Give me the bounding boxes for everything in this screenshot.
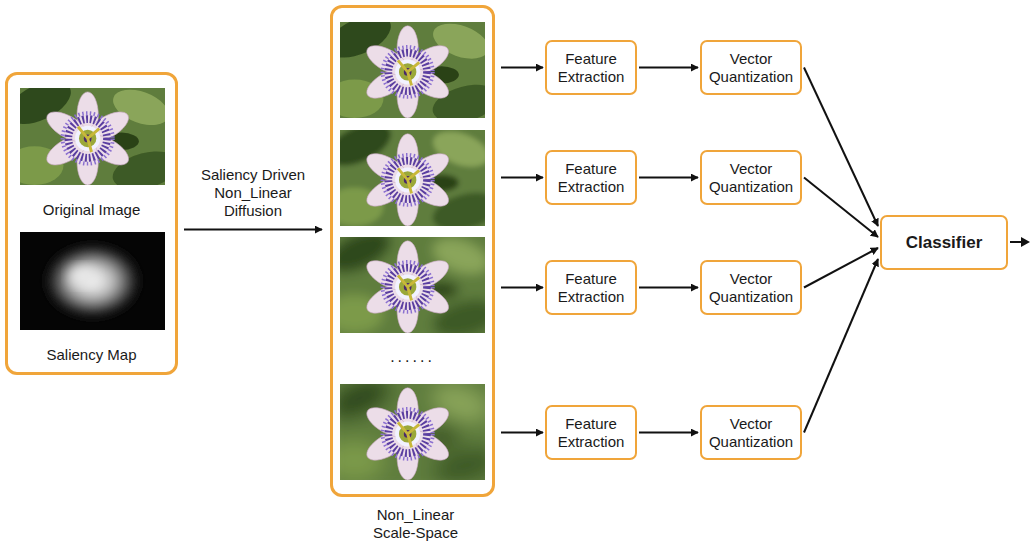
process-box: Vector Quantization bbox=[700, 40, 802, 95]
box-label: Feature Extraction bbox=[553, 270, 629, 306]
output-arrowhead bbox=[1021, 237, 1030, 247]
arrow-connector bbox=[804, 259, 878, 433]
classifier-box: Classifier bbox=[880, 215, 1008, 270]
arrow-connector bbox=[639, 67, 698, 69]
arrow-connector bbox=[804, 68, 878, 227]
box-label: Vector Quantization bbox=[708, 270, 794, 306]
process-box: Feature Extraction bbox=[545, 405, 637, 460]
arrow-connector bbox=[501, 432, 543, 434]
image-caption: Saliency Map bbox=[8, 345, 175, 365]
process-box: Feature Extraction bbox=[545, 150, 637, 205]
ellipsis-label: ...... bbox=[370, 348, 455, 366]
arrow-connector bbox=[501, 177, 543, 179]
arrow-connector bbox=[501, 287, 543, 289]
arrow-connector bbox=[804, 178, 878, 238]
box-label: Classifier bbox=[906, 233, 983, 253]
process-box: Vector Quantization bbox=[700, 260, 802, 315]
process-box: Vector Quantization bbox=[700, 150, 802, 205]
box-label: Feature Extraction bbox=[553, 415, 629, 451]
box-label: Vector Quantization bbox=[708, 415, 794, 451]
box-label: Vector Quantization bbox=[708, 50, 794, 86]
image-panel: Original ImageSaliency Map bbox=[5, 72, 178, 375]
arrow-connector bbox=[639, 287, 698, 289]
process-box: Feature Extraction bbox=[545, 260, 637, 315]
arrow-connector bbox=[184, 229, 322, 231]
arrow-connector bbox=[639, 177, 698, 179]
box-label: Feature Extraction bbox=[553, 160, 629, 196]
panel-caption: Non_Linear Scale-Space bbox=[363, 506, 468, 542]
process-box: Vector Quantization bbox=[700, 405, 802, 460]
arrow-connector bbox=[501, 67, 543, 69]
edge-label: Saliency Driven Non_Linear Diffusion bbox=[184, 166, 322, 220]
process-box: Feature Extraction bbox=[545, 40, 637, 95]
box-label: Vector Quantization bbox=[708, 160, 794, 196]
arrow-connector bbox=[639, 432, 698, 434]
arrow-connector bbox=[804, 248, 878, 288]
image-caption: Original Image bbox=[8, 200, 175, 220]
box-label: Feature Extraction bbox=[553, 50, 629, 86]
image-panel: Non_Linear Scale-Space bbox=[330, 5, 495, 497]
